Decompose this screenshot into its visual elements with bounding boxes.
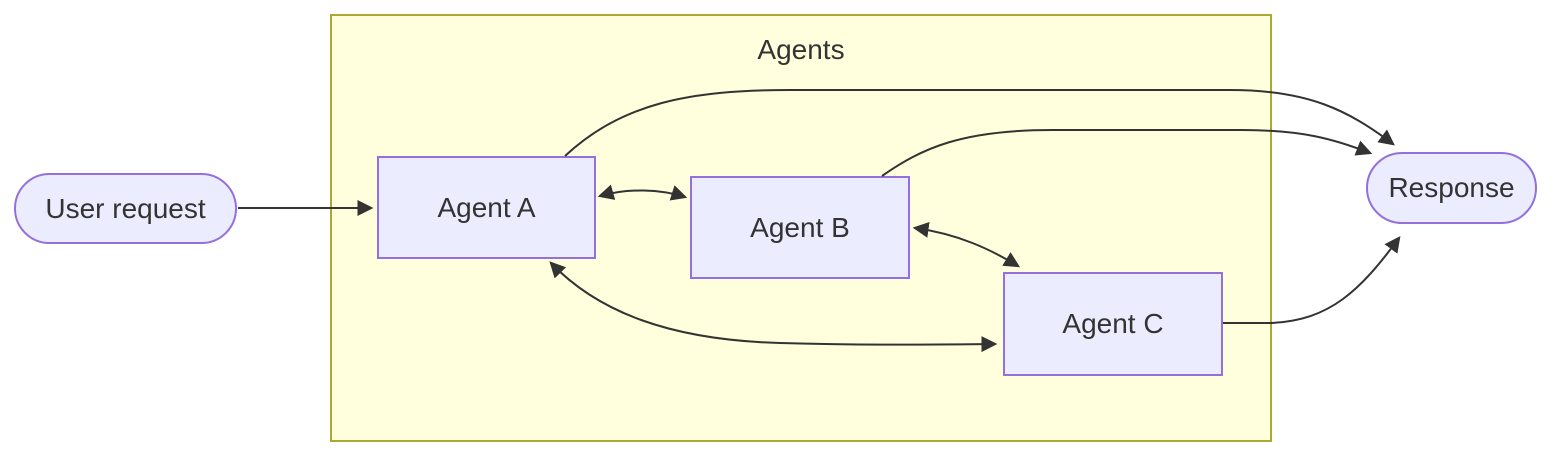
node-agent-b: Agent B [690,176,910,279]
node-agent-a: Agent A [377,156,596,259]
node-agent-c-label: Agent C [1062,308,1164,339]
node-user-request-label: User request [45,192,206,224]
node-agent-a-label: Agent A [437,191,536,223]
node-response: Response [1366,152,1537,224]
node-agent-b-label: Agent B [750,211,850,243]
node-user-request: User request [14,173,237,244]
node-response-label: Response [1388,172,1515,203]
agents-cluster-label: Agents [757,34,845,65]
node-agent-c: Agent C [1003,272,1223,376]
